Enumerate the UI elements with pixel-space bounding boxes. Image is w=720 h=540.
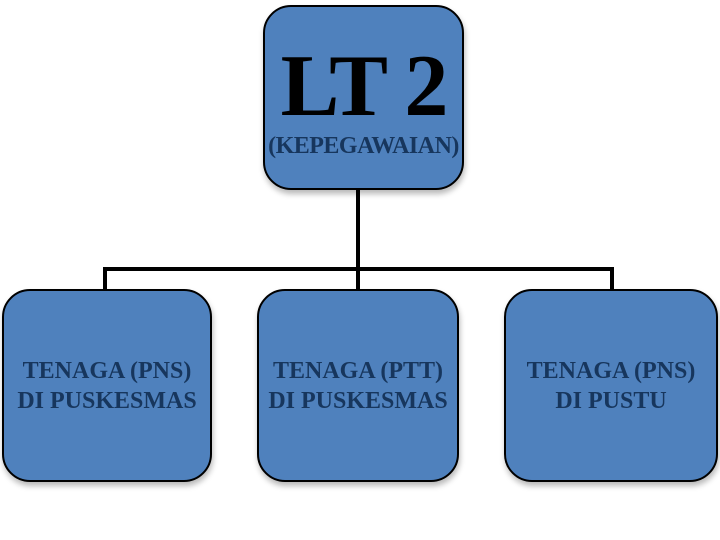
- child-node-label-line1: TENAGA (PNS): [22, 357, 192, 384]
- child-node-label-line1: TENAGA (PNS): [526, 357, 696, 384]
- connector-drop-right: [610, 267, 614, 291]
- child-node-label-line2: DI PUSTU: [555, 387, 667, 414]
- connector-drop-middle: [356, 267, 360, 291]
- root-node: LT 2 (KEPEGAWAIAN): [263, 5, 464, 190]
- child-node-label-line1: TENAGA (PTT): [272, 357, 443, 384]
- root-node-subtitle: (KEPEGAWAIAN): [268, 132, 459, 159]
- child-node-label-line2: DI PUSKESMAS: [17, 387, 197, 414]
- child-node-tenaga-pns-pustu: TENAGA (PNS) DI PUSTU: [504, 289, 718, 482]
- connector-root-stem: [356, 188, 360, 269]
- child-node-tenaga-pns-puskesmas: TENAGA (PNS) DI PUSKESMAS: [2, 289, 212, 482]
- child-node-label-line2: DI PUSKESMAS: [268, 387, 448, 414]
- child-node-tenaga-ptt-puskesmas: TENAGA (PTT) DI PUSKESMAS: [257, 289, 459, 482]
- connector-drop-left: [103, 267, 107, 291]
- root-node-title: LT 2: [280, 38, 449, 136]
